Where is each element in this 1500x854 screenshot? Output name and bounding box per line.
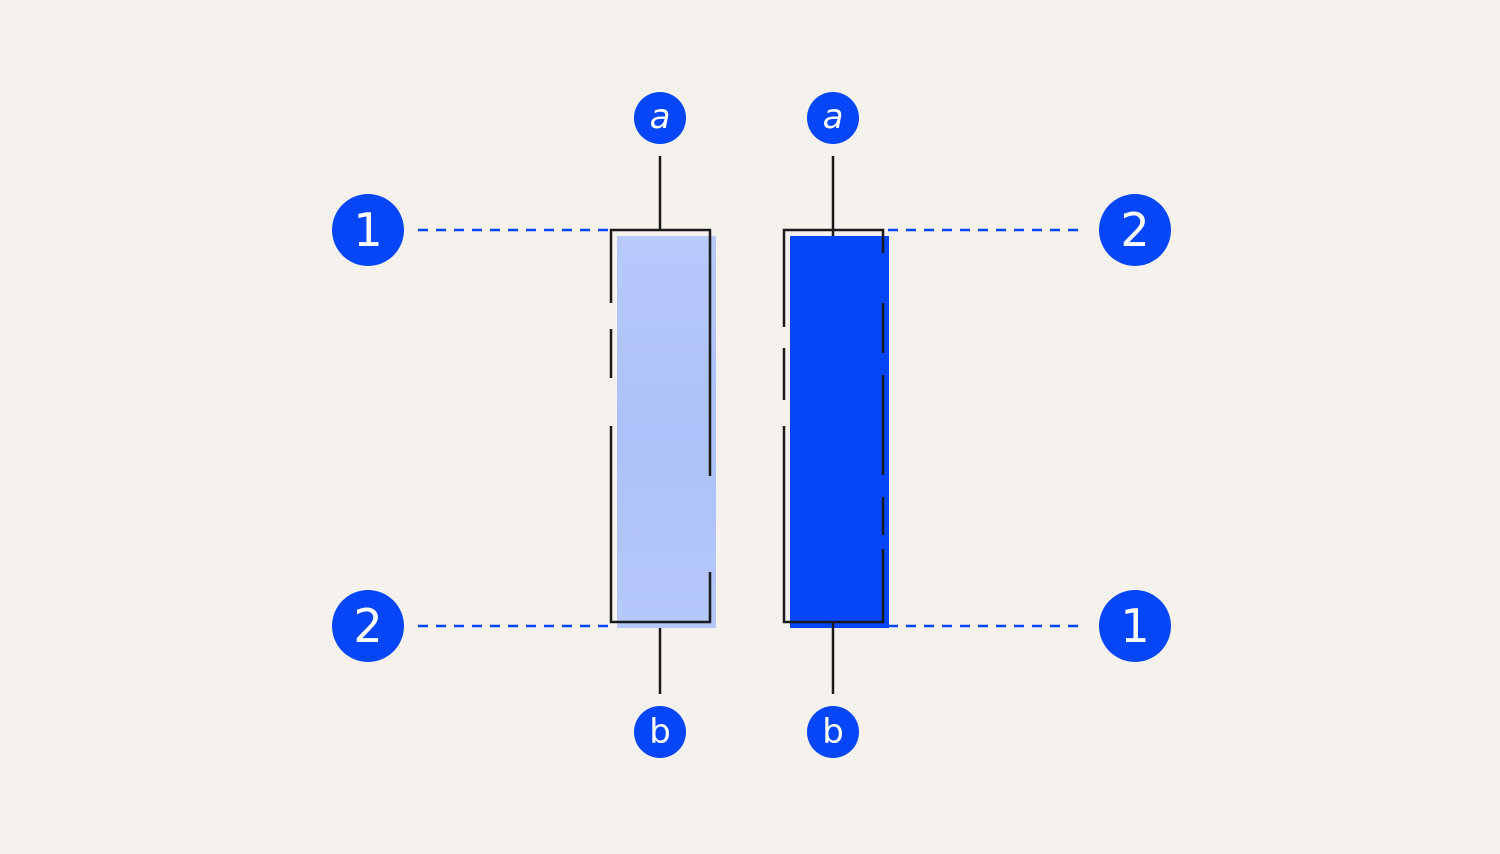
bearish-candle-outline [782,228,885,624]
left-top-level-label: 1 [353,203,382,257]
bullish-candle-outline [609,228,712,624]
bearish-lower-wick-badge: b [807,706,859,758]
right-top-level-badge: 2 [1099,194,1171,266]
bearish-candle [782,156,889,694]
bullish-lower-wick-badge: b [634,706,686,758]
right-top-level-label: 2 [1120,203,1149,257]
bearish-candle-body-fill [790,236,889,628]
bullish-candle [609,156,716,694]
right-bottom-level-badge: 1 [1099,590,1171,662]
left-bottom-level-badge: 2 [332,590,404,662]
right-bottom-level-label: 1 [1120,599,1149,653]
bullish-candle-body-fill [617,236,716,628]
bearish-lower-wick-label: b [822,712,844,752]
bullish-lower-wick-label: b [649,712,671,752]
left-bottom-level-label: 2 [353,599,382,653]
left-top-level-badge: 1 [332,194,404,266]
bearish-upper-wick-badge: a [807,92,859,144]
bearish-upper-wick-label: a [823,97,844,137]
bullish-upper-wick-badge: a [634,92,686,144]
bullish-upper-wick-label: a [650,97,671,137]
